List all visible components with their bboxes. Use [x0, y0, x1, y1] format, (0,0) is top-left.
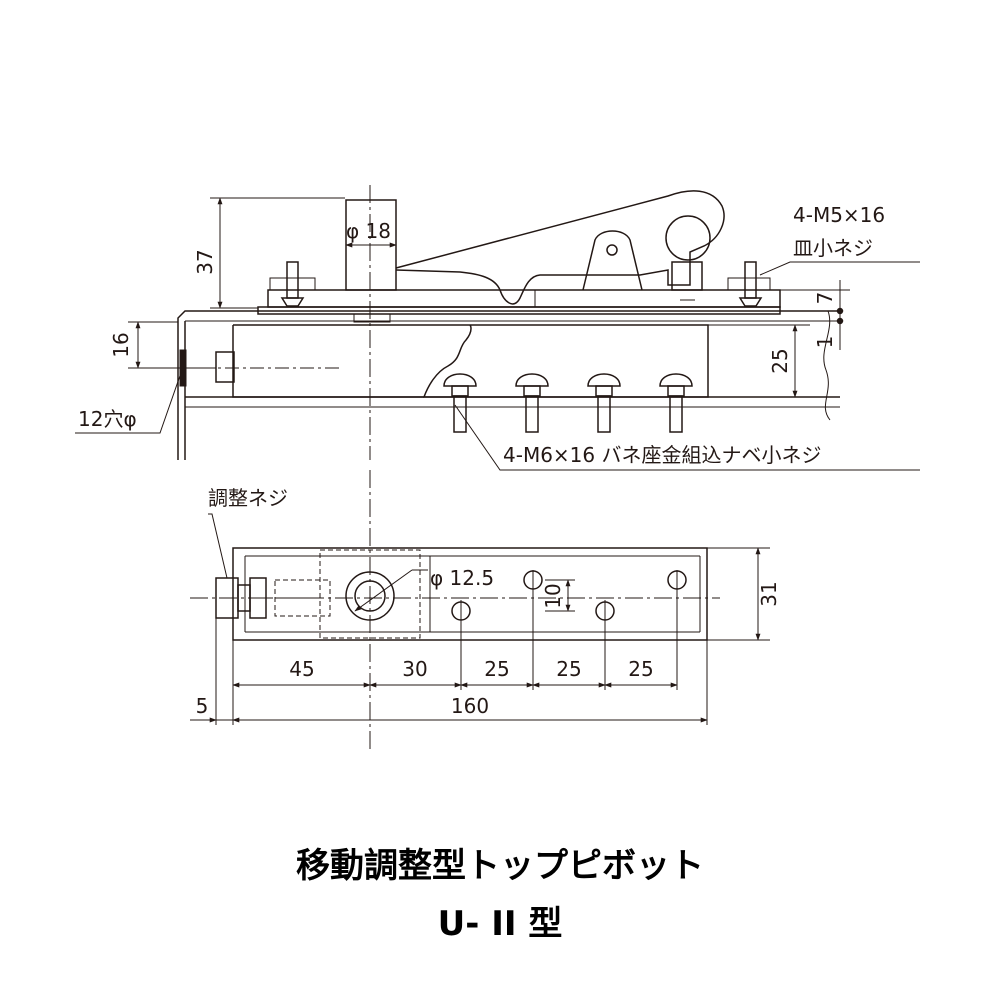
hole-leader — [75, 369, 183, 434]
dim-1-label: 1 — [813, 336, 837, 349]
hole-label: 12穴φ — [78, 407, 137, 431]
dim-31-label: 31 — [757, 581, 781, 606]
plan-pivot-inner — [354, 580, 386, 612]
adjust-screw-label: 調整ネジ — [208, 486, 288, 510]
top-plate-upper — [267, 289, 781, 308]
dim-10-label: 10 — [541, 583, 565, 608]
dim-160-label: 160 — [451, 694, 489, 718]
body-box — [233, 324, 709, 398]
bottom-screws — [443, 373, 693, 433]
body-left — [232, 325, 424, 398]
dim-7-label: 7 — [813, 292, 837, 305]
frame-top-edge — [177, 310, 840, 460]
pin-washer — [353, 313, 391, 323]
dim-25v-label: 25 — [768, 348, 792, 373]
dim-30-label: 30 — [402, 657, 427, 681]
phi125-label: φ 12.5 — [430, 566, 494, 590]
screw-top-label-1: 4-M5×16 — [793, 203, 885, 227]
dim-45-label: 45 — [289, 657, 314, 681]
break-line — [823, 310, 831, 421]
top-screw-leader — [759, 261, 920, 276]
lever-bracket — [582, 230, 643, 291]
dim-25b-label: 25 — [556, 657, 581, 681]
lever-pin-hole — [606, 244, 618, 256]
plan-pivot-outer — [345, 571, 395, 621]
top-screw-left — [269, 261, 316, 307]
screw-bottom-label: 4-M6×16 バネ座金組込ナベ小ネジ — [503, 443, 822, 467]
lever-arm — [395, 190, 725, 305]
plan-slot — [319, 549, 421, 639]
side-view — [75, 185, 920, 471]
bottom-screw-leader — [454, 404, 920, 471]
dim-phi125-line — [354, 569, 413, 612]
dim-25a-label: 25 — [484, 657, 509, 681]
plan-view — [190, 470, 770, 750]
product-title: 移動調整型トップピボット — [296, 846, 704, 886]
product-subtitle: U- II 型 — [437, 904, 563, 944]
phi18-label: φ 18 — [346, 219, 391, 243]
dim-16-label: 16 — [109, 332, 133, 357]
screw-top-label-2: 皿小ネジ — [793, 236, 873, 260]
adjust-screw-leader — [208, 513, 228, 579]
lever-roller — [665, 215, 711, 261]
dim-25c-label: 25 — [628, 657, 653, 681]
dim-5-label: 5 — [196, 694, 209, 718]
plan-body — [232, 547, 708, 641]
top-screw-right — [727, 261, 771, 307]
lever-stud — [671, 261, 703, 291]
body-adjust-screw — [215, 351, 235, 383]
dim-37-label: 37 — [193, 249, 217, 274]
